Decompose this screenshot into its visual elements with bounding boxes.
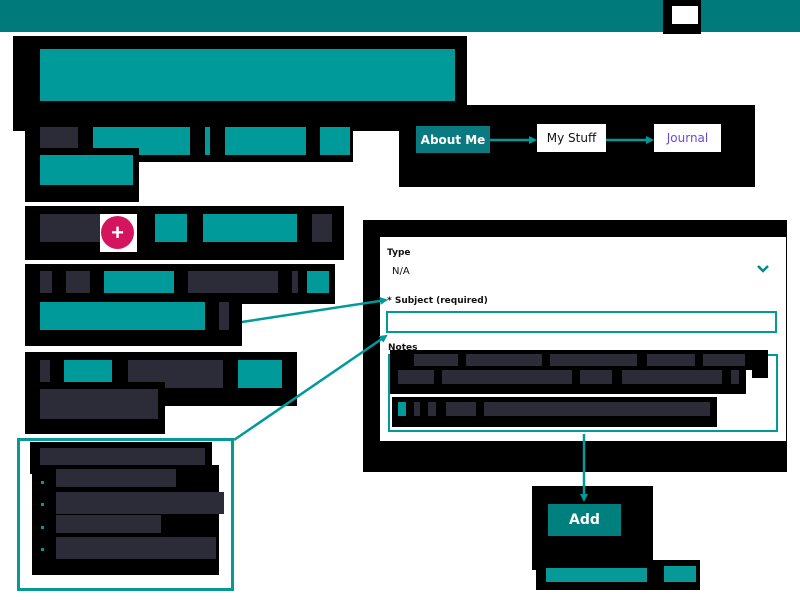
nav-my-stuff[interactable]: My Stuff [537, 124, 606, 152]
list-bullet [41, 503, 44, 506]
tab-divider [205, 127, 210, 155]
plus-icon: + [111, 219, 124, 245]
notes-redaction-word [580, 370, 612, 384]
tab-3[interactable] [225, 127, 306, 155]
notes-redaction [752, 350, 768, 378]
notes-redaction-word [446, 402, 476, 416]
row4-a [40, 360, 50, 382]
notes-redaction-word [414, 354, 458, 366]
footer-link-1[interactable] [546, 568, 647, 582]
chevron-down-icon[interactable] [756, 264, 770, 274]
tab-5[interactable] [40, 155, 133, 185]
row3-g [219, 302, 229, 330]
tab-1[interactable] [40, 127, 78, 151]
notes-redaction-word [442, 370, 572, 384]
arrow-to-notes [233, 334, 388, 442]
notes-redaction-word [647, 354, 695, 366]
notes-redaction-word [414, 402, 420, 416]
add-row-item-1[interactable] [155, 214, 187, 242]
add-row-item-2[interactable] [203, 214, 297, 242]
notes-redaction-word [550, 354, 637, 366]
row3-b [66, 271, 90, 293]
notes-source-field [40, 389, 158, 419]
row3-c[interactable] [104, 271, 174, 293]
type-select-value[interactable]: N/A [392, 266, 410, 277]
notes-redaction-word [622, 370, 722, 384]
row3-e [292, 271, 298, 293]
add-row-label [40, 214, 100, 242]
footer-link-2[interactable] [664, 566, 696, 582]
notes-redaction-accent [398, 402, 406, 416]
nav-journal[interactable]: Journal [654, 124, 721, 152]
list-header [40, 448, 205, 470]
list-bullet [41, 526, 44, 529]
add-entry-button[interactable]: + [101, 216, 134, 249]
type-label: Type [387, 248, 411, 258]
notes-redaction-word [484, 402, 710, 416]
row4-b[interactable] [64, 360, 112, 382]
header-menu-button[interactable] [672, 6, 698, 24]
subject-input[interactable] [386, 311, 777, 333]
row4-d[interactable] [238, 360, 282, 388]
notes-redaction-word [466, 354, 542, 366]
add-row-item-3 [312, 214, 332, 242]
notes-source-list [17, 438, 234, 591]
list-bullet [41, 481, 44, 484]
notes-label: Notes [388, 343, 418, 353]
row3-a [40, 271, 52, 293]
notes-redaction-word [731, 370, 739, 384]
subject-source-field[interactable] [40, 302, 205, 330]
arrow-to-subject [241, 296, 388, 324]
tab-4[interactable] [320, 127, 350, 155]
page-title [40, 49, 455, 101]
add-button[interactable]: Add [548, 504, 621, 536]
notes-redaction-word [703, 354, 745, 366]
list-bullet [41, 548, 44, 551]
notes-redaction-word [398, 370, 434, 384]
subject-label: * Subject (required) [387, 296, 488, 306]
notes-redaction-word [428, 402, 436, 416]
list-item [56, 515, 161, 533]
list-item [56, 537, 216, 559]
row3-f[interactable] [307, 271, 329, 293]
list-item [56, 492, 224, 514]
row3-d [188, 271, 278, 293]
nav-about-me[interactable]: About Me [416, 126, 490, 153]
list-item [56, 469, 176, 487]
